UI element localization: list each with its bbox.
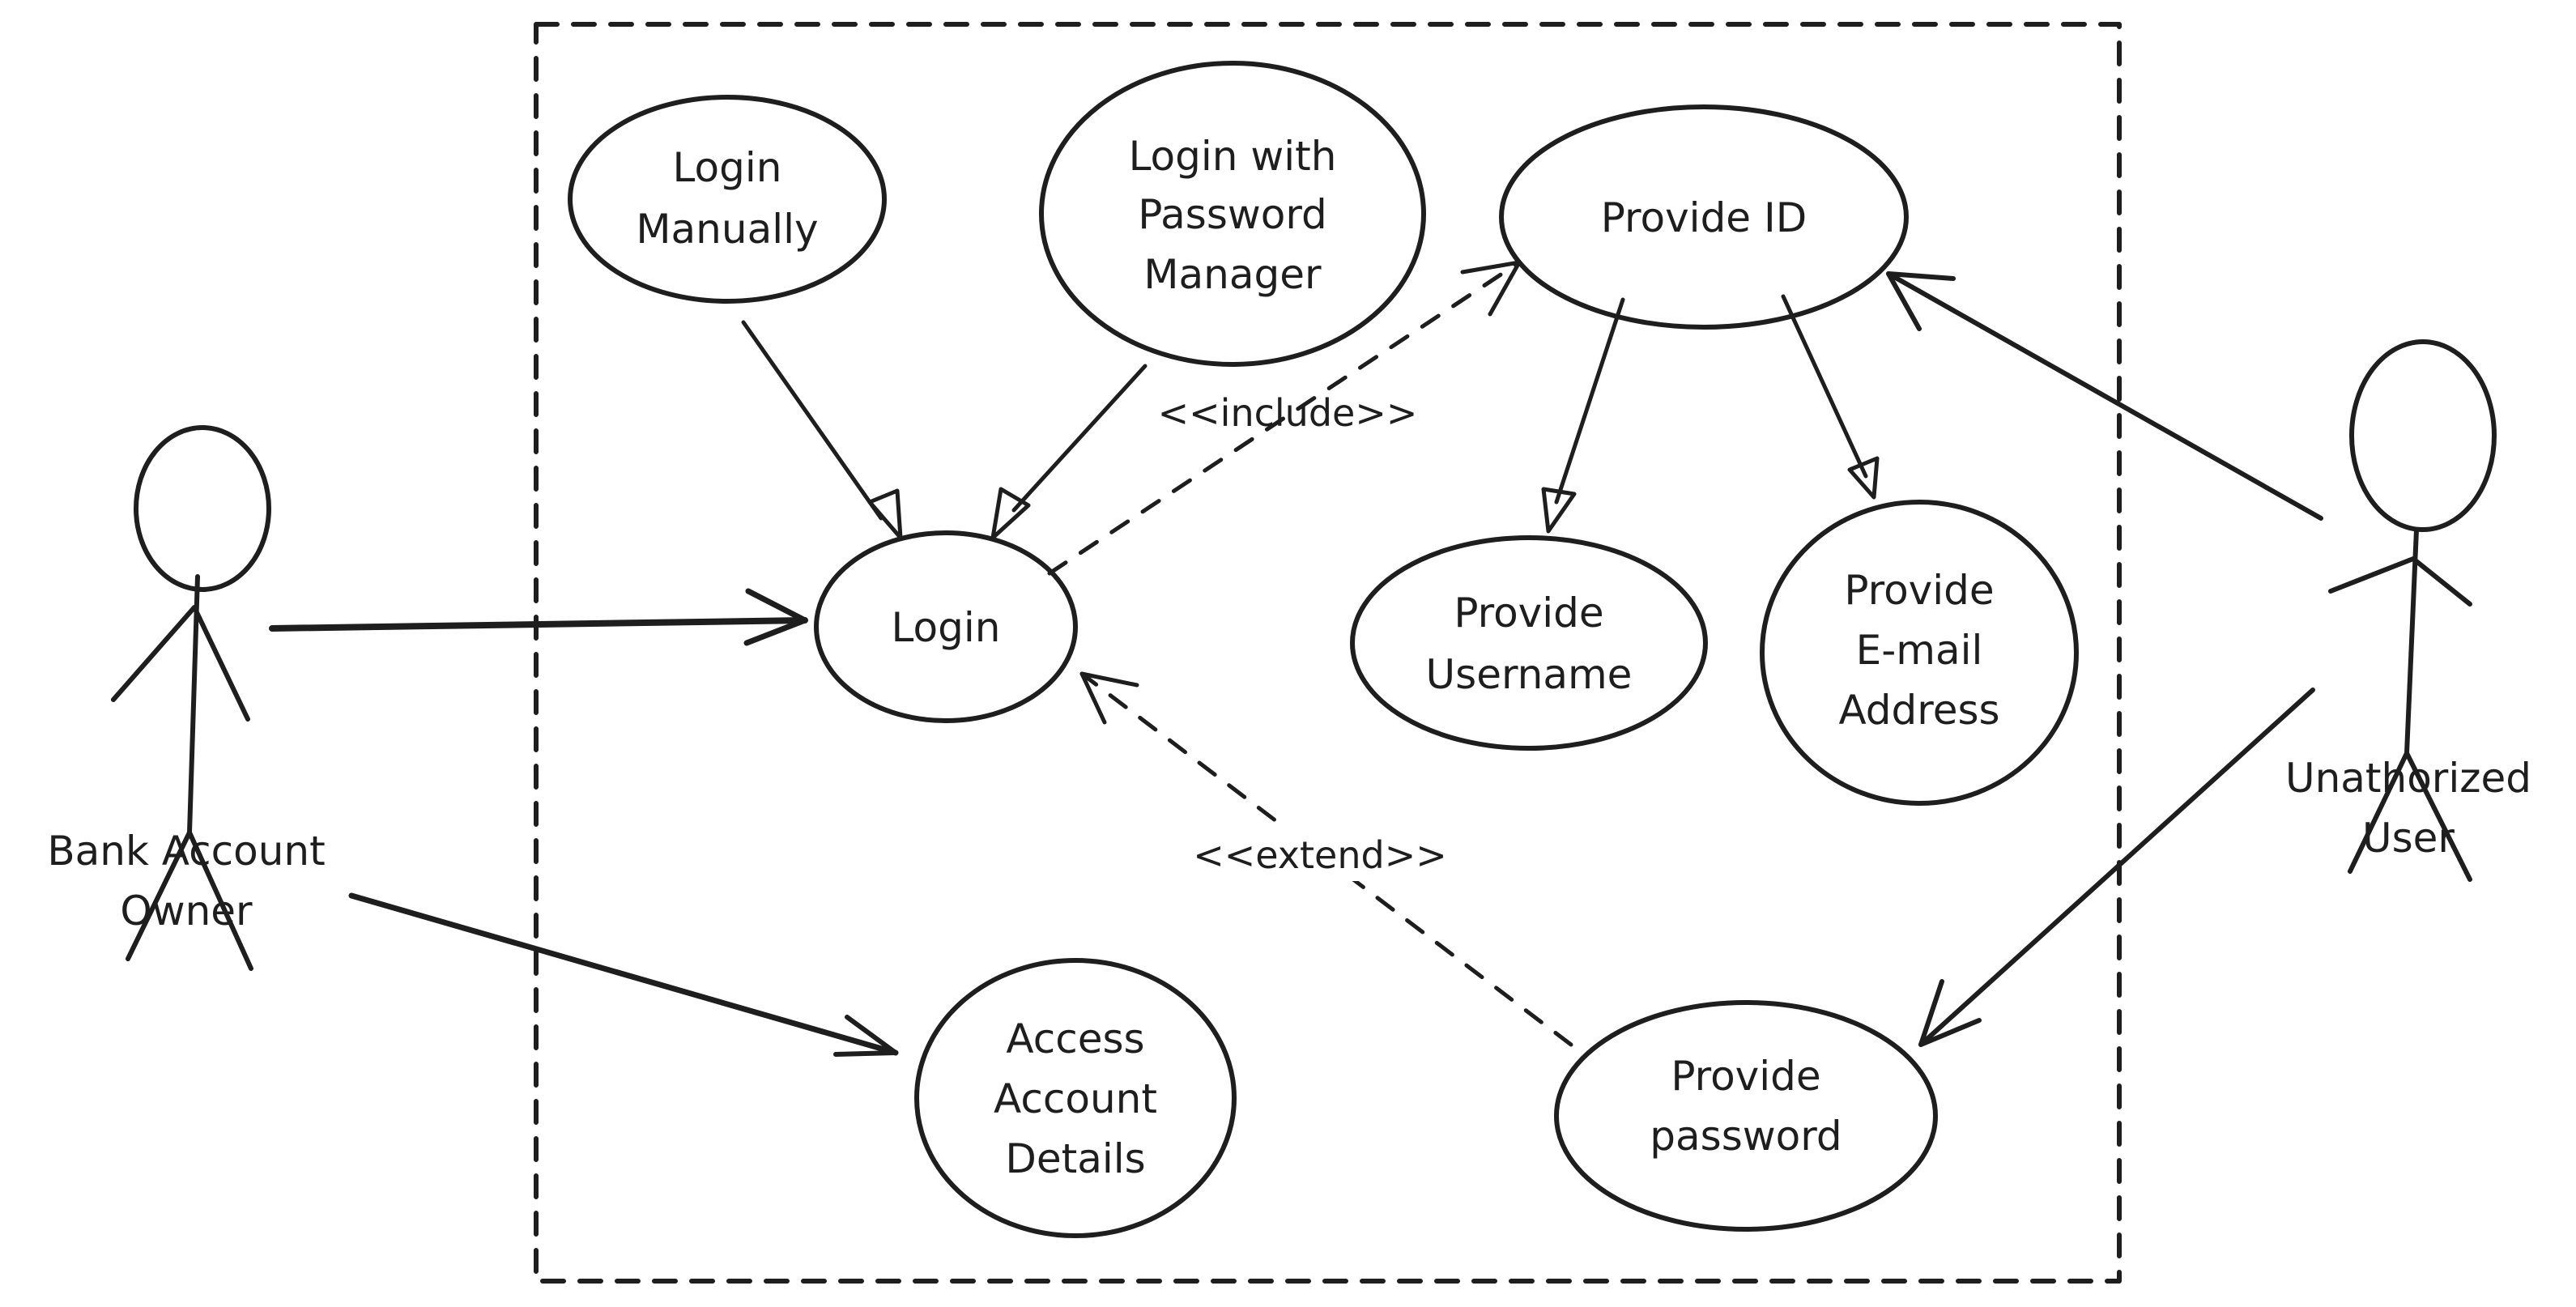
arrow-head-icon: [1079, 671, 1139, 725]
relation-label: <<include>>: [1158, 391, 1418, 435]
use-case-label: Password: [1138, 191, 1327, 238]
generalization-provide-email[interactable]: [1781, 294, 1880, 500]
generalization-login-manually[interactable]: [741, 320, 903, 540]
arrow-head-icon: [1886, 271, 1956, 331]
association-owner-access-details[interactable]: [348, 892, 899, 1057]
use-case-provide-username[interactable]: Provide Username: [1350, 535, 1708, 751]
use-case-label: Provide: [1454, 590, 1603, 636]
use-case-login-manually[interactable]: Login Manually: [568, 95, 887, 304]
generalization-provide-username[interactable]: [1541, 297, 1625, 534]
arrow-head-icon: [1918, 979, 1982, 1047]
arrow-head-icon: [743, 588, 808, 646]
triangle-head-icon: [990, 487, 1031, 540]
use-case-label: Account: [994, 1075, 1157, 1122]
use-case-label: Username: [1426, 651, 1633, 698]
use-case-label: Login with: [1129, 133, 1337, 180]
use-case-label: Access: [1006, 1015, 1144, 1062]
use-case-label: Address: [1838, 687, 1999, 734]
system-boundary: [534, 22, 2122, 1284]
use-case-label: Details: [1005, 1135, 1145, 1182]
actor-head: [2349, 339, 2497, 532]
use-case-login[interactable]: Login: [814, 530, 1078, 723]
use-case-label: Manually: [636, 206, 818, 253]
triangle-head-icon: [1847, 456, 1880, 500]
actor-label: Owner: [120, 888, 253, 934]
association-unauth-provide-password[interactable]: [1918, 688, 2315, 1047]
use-case-label: E-mail: [1856, 627, 1983, 674]
association-unauth-provide-id[interactable]: [1886, 271, 2323, 521]
use-case-label: password: [1650, 1113, 1842, 1160]
use-case-login-password-manager[interactable]: Login with Password Manager: [1039, 61, 1426, 367]
use-case-provide-password[interactable]: Provide password: [1554, 1000, 1938, 1232]
actor-label: User: [2362, 815, 2455, 862]
actor-body: [2328, 527, 2472, 882]
association-owner-login[interactable]: [269, 588, 808, 646]
actor-head: [134, 425, 271, 592]
actor-unathorized-user[interactable]: Unathorized User: [2285, 339, 2531, 882]
use-case-provide-id[interactable]: Provide ID: [1499, 104, 1909, 330]
extend-provide-password-login[interactable]: <<extend>>: [1079, 671, 1573, 1047]
triangle-head-icon: [1541, 487, 1577, 534]
actor-label: Bank Account: [47, 828, 325, 875]
actor-bank-account-owner[interactable]: Bank Account Owner: [47, 425, 326, 971]
generalization-login-password-manager[interactable]: [990, 364, 1147, 540]
use-case-label: Login: [892, 604, 1001, 651]
use-case-provide-email[interactable]: Provide E-mail Address: [1760, 500, 2079, 806]
include-login-provide-id[interactable]: <<include>>: [1047, 260, 1522, 576]
arrow-head-icon: [833, 1015, 898, 1057]
use-case-access-account-details[interactable]: Access Account Details: [914, 958, 1237, 1238]
actor-body: [111, 574, 253, 971]
relation-label: <<extend>>: [1193, 833, 1447, 877]
actor-label: Unathorized: [2285, 755, 2531, 802]
use-case-label: Manager: [1143, 251, 1322, 298]
triangle-head-icon: [867, 488, 903, 540]
use-case-label: Provide ID: [1601, 194, 1807, 241]
use-case-label: Login: [673, 144, 782, 191]
use-case-label: Provide: [1671, 1053, 1820, 1100]
arrow-head-icon: [1460, 260, 1522, 317]
use-case-label: Provide: [1844, 567, 1994, 614]
